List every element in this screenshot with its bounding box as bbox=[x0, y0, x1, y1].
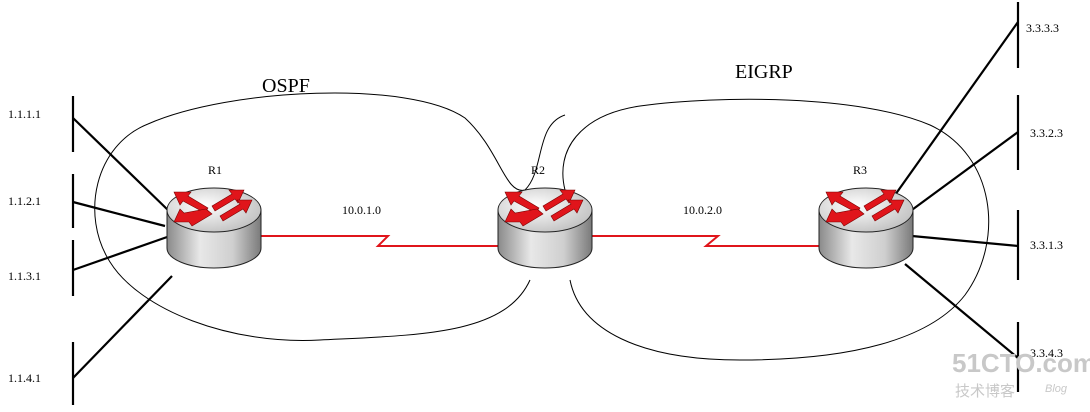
link-r1-r2 bbox=[260, 235, 500, 247]
watermark-blog: Blog bbox=[1045, 383, 1068, 395]
ospf-area-boundary bbox=[94, 92, 566, 341]
watermark-site: 51CTO.com bbox=[952, 348, 1090, 378]
r1-network-label: 1.1.3.1 bbox=[8, 269, 41, 283]
router-r3[interactable] bbox=[818, 187, 914, 269]
r3-network-label: 3.3.2.3 bbox=[1030, 126, 1063, 140]
link-r2-r3-label: 10.0.2.0 bbox=[683, 203, 722, 217]
r3-network-label: 3.3.4.3 bbox=[1030, 346, 1063, 360]
r1-network-label: 1.1.4.1 bbox=[8, 371, 41, 385]
r3-network-links bbox=[894, 2, 1020, 392]
r1-network-label: 1.1.1.1 bbox=[8, 107, 41, 121]
router-r1-label: R1 bbox=[208, 163, 222, 177]
router-r1[interactable] bbox=[166, 187, 262, 269]
link-r2-r3 bbox=[592, 235, 822, 247]
r1-network-links bbox=[71, 96, 173, 405]
watermark-sub: 技术博客 bbox=[955, 383, 1015, 400]
r3-network-label: 3.3.1.3 bbox=[1030, 238, 1063, 252]
r1-network-label: 1.1.2.1 bbox=[8, 194, 41, 208]
link-r1-r2-label: 10.0.1.0 bbox=[342, 203, 381, 217]
router-r2[interactable] bbox=[497, 187, 593, 269]
router-r3-label: R3 bbox=[853, 163, 867, 177]
eigrp-area-label: EIGRP bbox=[735, 61, 793, 83]
ospf-area-label: OSPF bbox=[262, 75, 310, 97]
router-r2-label: R2 bbox=[531, 163, 545, 177]
eigrp-area-boundary bbox=[562, 98, 990, 361]
r3-network-label: 3.3.3.3 bbox=[1026, 21, 1059, 35]
